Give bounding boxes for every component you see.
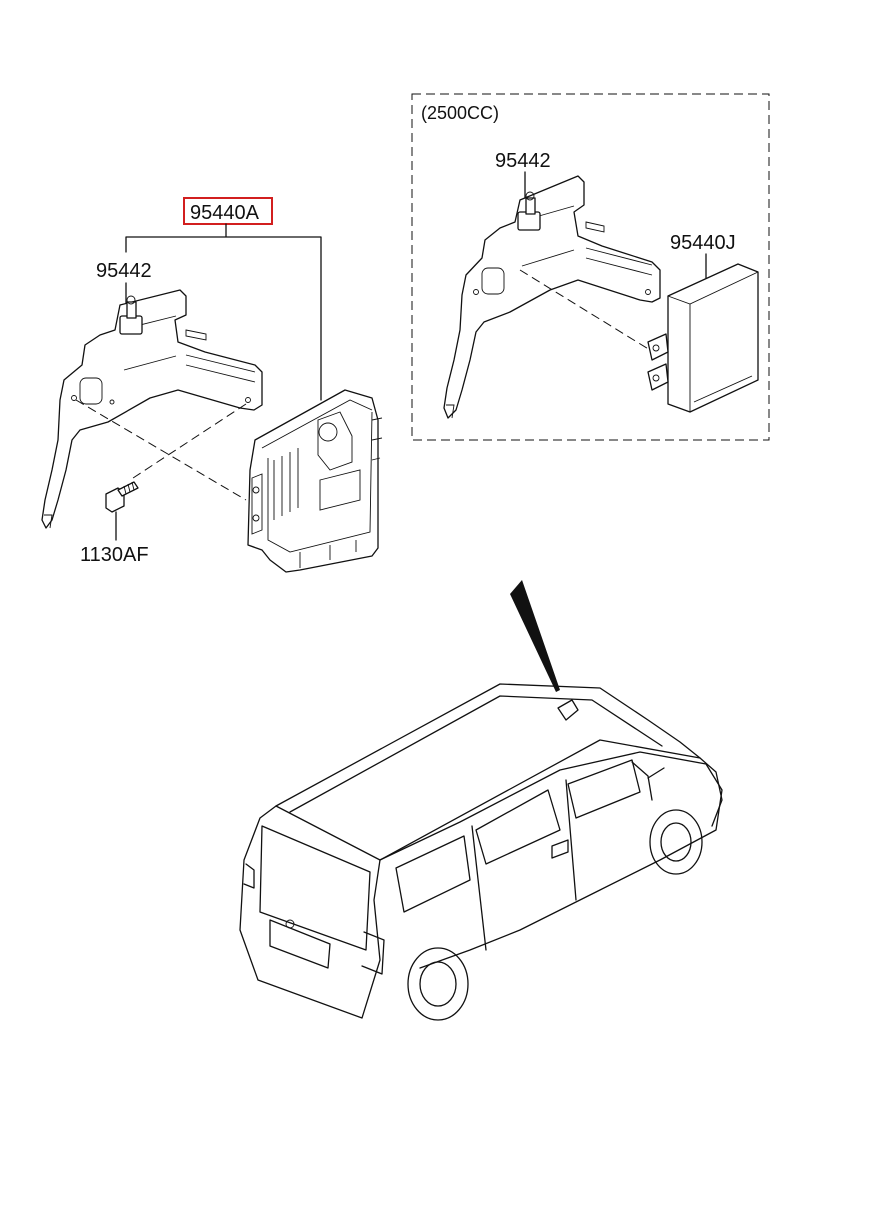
bracket-right[interactable] (443, 175, 661, 419)
variant-note: (2500CC) (421, 103, 499, 123)
bracket-right-label[interactable]: 95442 (495, 150, 551, 172)
location-pointer (510, 580, 560, 692)
variant-2500cc-group: (2500CC) 95442 95440J (411, 93, 770, 441)
variant-box (411, 93, 770, 441)
ecu-module-left[interactable] (247, 389, 383, 573)
left-dashed-guide-2 (129, 403, 247, 481)
right-dashed-guide (519, 269, 651, 351)
bolt-part[interactable] (105, 481, 139, 513)
main-assembly-label-box[interactable] (183, 197, 273, 225)
module-location-marker (557, 699, 579, 721)
left-assembly-group: 95440A 95442 1130 (41, 197, 383, 573)
bracket-left-label[interactable]: 95442 (96, 260, 152, 282)
module-right-label[interactable]: 95440J (670, 232, 736, 254)
vehicle-illustration (239, 580, 723, 1021)
bracket-left[interactable] (41, 289, 263, 529)
bolt-label[interactable]: 1130AF (80, 544, 149, 566)
left-dashed-guide-1 (75, 399, 247, 501)
ecu-module-right[interactable] (647, 263, 759, 413)
main-assembly-label[interactable]: 95440A (190, 202, 260, 224)
main-assembly-leader (125, 223, 322, 401)
